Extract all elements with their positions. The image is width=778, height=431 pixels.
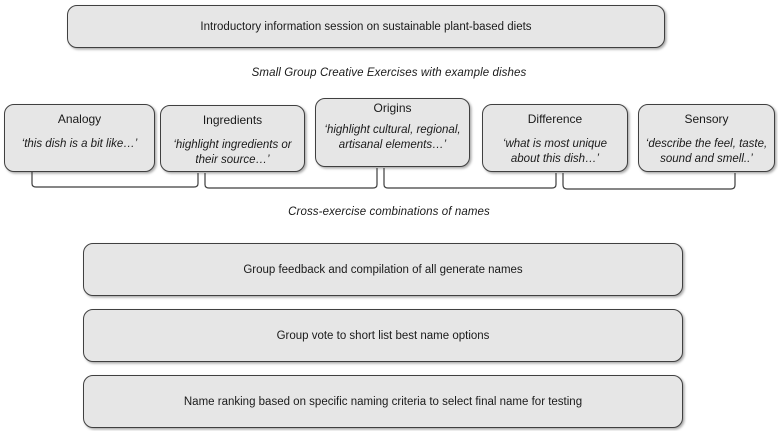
exercise-title: Sensory (684, 112, 729, 126)
exercise-quote: ‘describe the feel, taste, sound and sme… (645, 138, 768, 165)
exercise-title: Ingredients (202, 113, 263, 127)
section-label-combinations: Cross-exercise combinations of names (288, 206, 490, 218)
process-box-label: Name ranking based on specific naming cr… (183, 395, 583, 408)
process-box-label: Group feedback and compilation of all ge… (243, 263, 523, 276)
exercise-title: Difference (527, 112, 583, 126)
section-label-exercises: Small Group Creative Exercises with exam… (251, 67, 527, 79)
exercise-box-analogy: Analogy ‘this dish is a bit like…’ (4, 104, 155, 172)
process-box-group-vote: Group vote to short list best name optio… (83, 309, 683, 362)
exercise-box-origins: Origins ‘highlight cultural, regional, a… (315, 98, 470, 167)
process-box-group-feedback: Group feedback and compilation of all ge… (83, 243, 683, 296)
exercise-quote: ‘highlight ingredients or their source…’ (173, 139, 292, 166)
exercise-box-ingredients: Ingredients ‘highlight ingredients or th… (160, 105, 305, 172)
intro-session-label: Introductory information session on sust… (200, 20, 532, 33)
exercise-box-sensory: Sensory ‘describe the feel, taste, sound… (638, 104, 775, 172)
exercise-title: Analogy (57, 112, 102, 126)
process-box-label: Group vote to short list best name optio… (276, 329, 490, 342)
exercise-box-difference: Difference ‘what is most unique about th… (482, 104, 628, 172)
exercise-title: Origins (373, 101, 412, 115)
exercise-quote: ‘highlight cultural, regional, artisanal… (324, 124, 461, 151)
exercise-quote: ‘what is most unique about this dish…’ (502, 138, 608, 165)
intro-session-box: Introductory information session on sust… (67, 5, 665, 48)
process-box-name-ranking: Name ranking based on specific naming cr… (83, 375, 683, 428)
exercise-quote: ‘this dish is a bit like…’ (21, 138, 138, 151)
